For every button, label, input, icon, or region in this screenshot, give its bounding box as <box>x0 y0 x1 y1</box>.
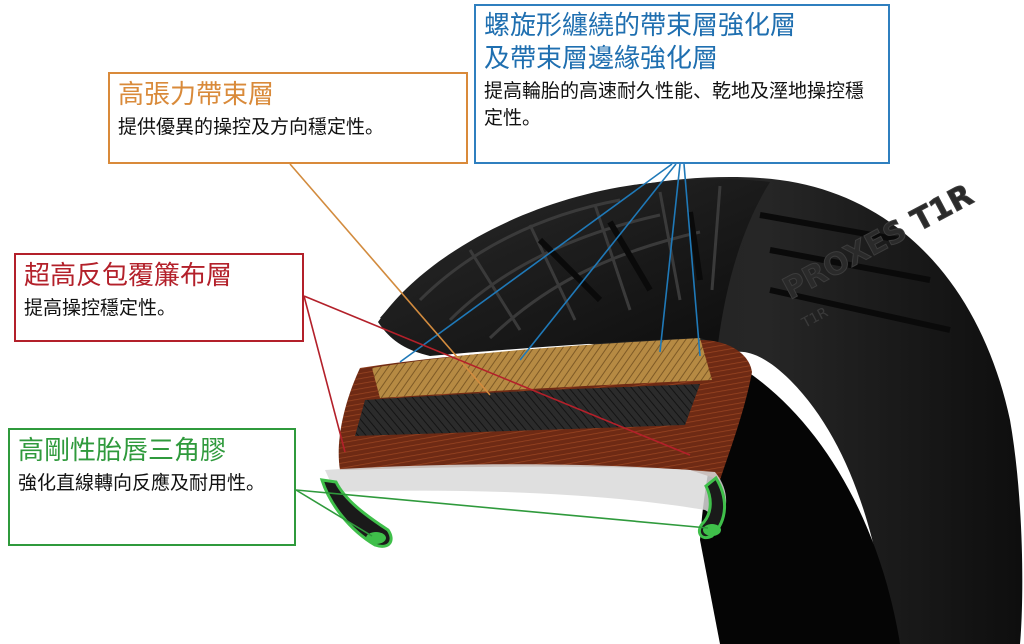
tension-belt-leader-line <box>289 163 491 396</box>
tire-inner-opening <box>700 370 900 644</box>
high-tension-belt-callout: 高張力帶束層 提供優異的操控及方向穩定性。 <box>108 72 468 164</box>
high-tension-belt-description: 提供優異的操控及方向穩定性。 <box>118 116 385 138</box>
inner-liner <box>325 464 727 520</box>
bead-apex-callout: 高剛性胎唇三角膠 強化直線轉向反應及耐用性。 <box>8 428 296 546</box>
high-turnup-ply-callout: 超高反包覆簾布層 提高操控穩定性。 <box>14 253 304 342</box>
bead-apex-title: 高剛性胎唇三角膠 <box>18 436 227 466</box>
tread-blocks <box>537 211 951 333</box>
high-turnup-ply-title: 超高反包覆簾布層 <box>24 261 233 291</box>
spiral-belt-callout: 螺旋形纏繞的帶束層強化層 及帶束層邊緣強化層 提高輪胎的高速耐久性能、乾地及溼地… <box>474 4 890 164</box>
right-bead <box>697 475 727 539</box>
spiral-belt-title-line1: 螺旋形纏繞的帶束層強化層 <box>484 11 797 41</box>
right-bead-apex <box>703 524 721 536</box>
tread-surface <box>378 179 770 356</box>
spiral-belt-description: 提高輪胎的高速耐久性能、乾地及溼地操控穩定性。 <box>484 80 865 129</box>
bead-apex-description: 強化直線轉向反應及耐用性。 <box>18 472 266 494</box>
tread-grooves <box>418 185 722 340</box>
belt-layer-section <box>372 338 712 398</box>
bead-leader-lines <box>295 489 709 537</box>
ply-leader-lines <box>303 295 691 456</box>
left-bead <box>319 478 393 548</box>
spiral-belt-title-line2: 及帶束層邊緣強化層 <box>484 44 719 74</box>
high-turnup-ply-description: 提高操控穩定性。 <box>24 297 177 319</box>
high-tension-belt-title: 高張力帶束層 <box>118 80 275 110</box>
spiral-belt-leader-lines <box>399 163 701 363</box>
